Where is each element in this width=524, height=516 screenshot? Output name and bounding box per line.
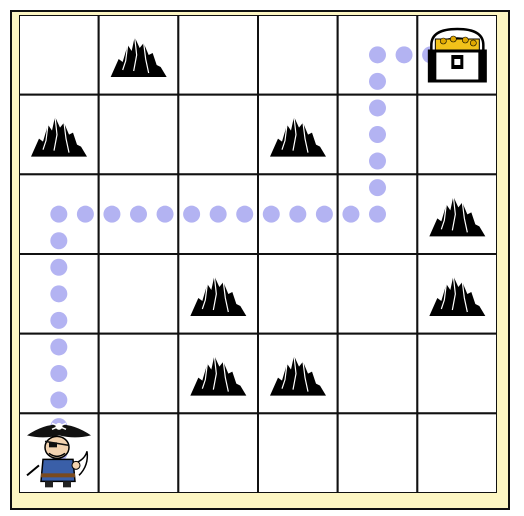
path-dot — [369, 206, 386, 223]
grid-cell[interactable] — [99, 254, 179, 334]
path-dot — [50, 232, 67, 249]
grid-cell[interactable] — [417, 413, 497, 493]
grid-cell[interactable] — [258, 15, 338, 95]
grid-cell[interactable] — [99, 334, 179, 414]
path-dot — [210, 206, 227, 223]
grid-cell[interactable] — [338, 334, 418, 414]
path-dot — [50, 365, 67, 382]
grid-cell[interactable] — [99, 95, 179, 175]
grid-cell[interactable] — [338, 413, 418, 493]
path-dot — [396, 46, 413, 63]
path-dot — [77, 206, 94, 223]
grid-cell[interactable] — [99, 413, 179, 493]
path-dot — [263, 206, 280, 223]
path-dot — [50, 312, 67, 329]
path-dot — [369, 179, 386, 196]
grid-cell[interactable] — [417, 95, 497, 175]
grid-cell[interactable] — [178, 413, 258, 493]
path-dot — [50, 206, 67, 223]
game-grid — [19, 15, 497, 493]
path-dot — [289, 206, 306, 223]
grid-cell[interactable] — [417, 334, 497, 414]
path-dot — [369, 126, 386, 143]
path-dot — [369, 153, 386, 170]
path-dot — [103, 206, 120, 223]
game-grid-area — [19, 15, 497, 493]
grid-cell[interactable] — [178, 95, 258, 175]
path-dot — [50, 392, 67, 409]
path-dot — [130, 206, 147, 223]
path-dot — [369, 99, 386, 116]
path-dot — [50, 259, 67, 276]
path-dot — [157, 206, 174, 223]
path-dot — [369, 73, 386, 90]
grid-cell[interactable] — [258, 254, 338, 334]
treasure-chest-icon — [429, 29, 485, 81]
grid-cell[interactable] — [338, 254, 418, 334]
path-dot — [316, 206, 333, 223]
path-dot — [50, 285, 67, 302]
grid-cell[interactable] — [178, 15, 258, 95]
path-dot — [50, 338, 67, 355]
path-dot — [183, 206, 200, 223]
path-dot — [369, 46, 386, 63]
path-dot — [236, 206, 253, 223]
grid-cell[interactable] — [258, 413, 338, 493]
grid-cell[interactable] — [19, 15, 99, 95]
path-dot — [342, 206, 359, 223]
